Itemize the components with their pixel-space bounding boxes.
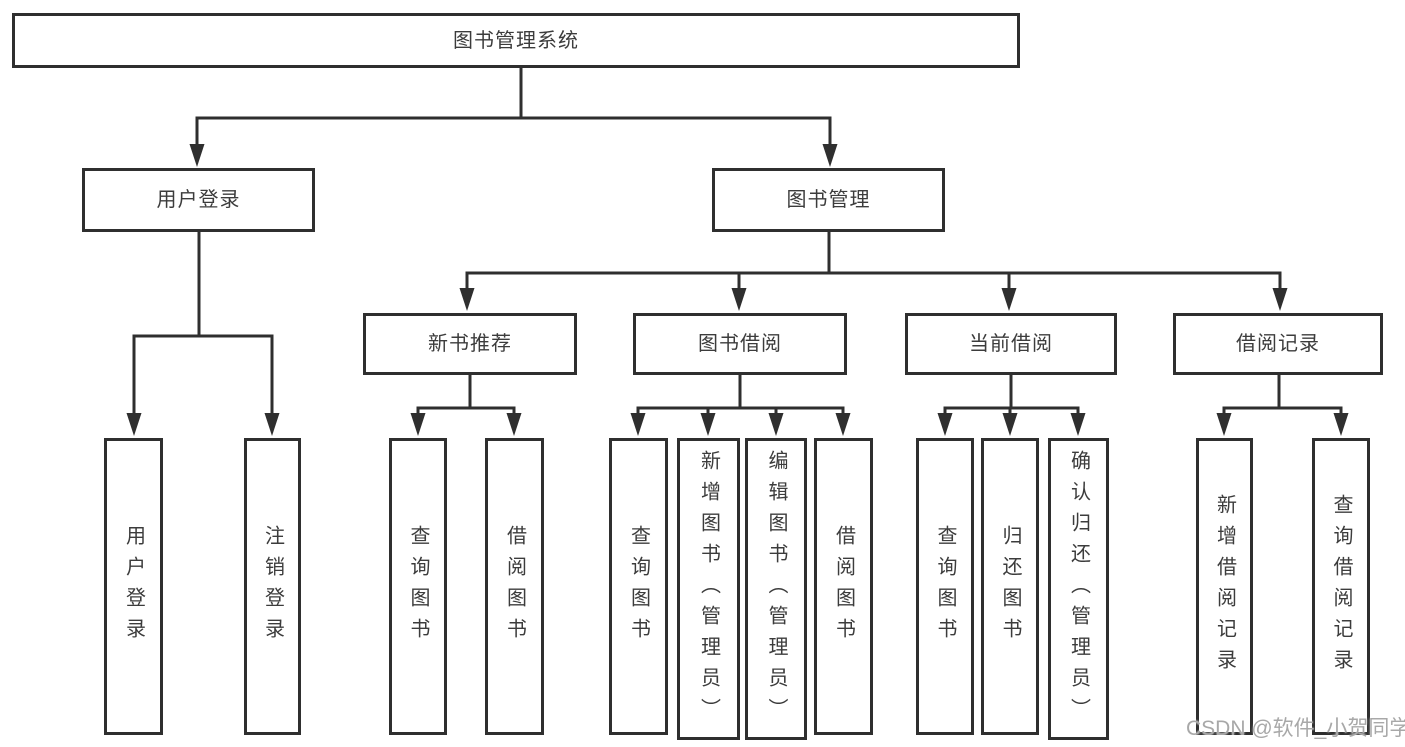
leaf-borrowing-query-books-label: 查询图书 <box>627 524 650 649</box>
connector-lines <box>132 66 1343 422</box>
node-book-borrowing: 图书借阅 <box>633 313 847 375</box>
leaf-logout-label: 注销登录 <box>261 524 284 649</box>
leaf-newbook-borrow-books: 借阅图书 <box>485 438 544 735</box>
leaf-current-query-books-label: 查询图书 <box>934 524 956 649</box>
leaf-newbook-query-books-label: 查询图书 <box>407 524 429 649</box>
connector-user-login-to-leaves <box>132 230 274 422</box>
leaf-confirm-return-admin-label: 确认归还（管理员） <box>1067 449 1090 729</box>
node-user-login-label: 用户登录 <box>156 189 241 211</box>
arrowhead-icon <box>126 413 142 436</box>
arrowhead-icon <box>1002 413 1018 436</box>
arrowhead-icon <box>835 413 851 436</box>
node-book-management: 图书管理 <box>712 168 945 232</box>
leaf-user-login-label: 用户登录 <box>122 524 145 649</box>
node-borrow-records-label: 借阅记录 <box>1236 333 1320 355</box>
connector-borrow-record-to-leaves <box>1222 373 1343 422</box>
connector-book-mgmt-to-level3 <box>465 230 1282 296</box>
leaf-borrowing-borrow-books: 借阅图书 <box>814 438 873 735</box>
leaf-edit-books-admin-label: 编辑图书（管理员） <box>765 449 787 729</box>
csdn-watermark: CSDN @软件_小贺同学 <box>1186 717 1405 740</box>
node-root: 图书管理系统 <box>12 13 1020 68</box>
arrowhead-icon <box>1001 288 1017 311</box>
arrowhead-icon <box>822 144 838 167</box>
node-book-borrowing-label: 图书借阅 <box>698 333 782 355</box>
arrowhead-icon <box>700 413 716 436</box>
arrowhead-icon <box>1272 288 1288 311</box>
node-new-book-recommend: 新书推荐 <box>363 313 577 375</box>
leaf-query-borrow-record: 查询借阅记录 <box>1312 438 1370 735</box>
node-book-management-label: 图书管理 <box>786 189 871 211</box>
arrowhead-icon <box>1333 413 1349 436</box>
connector-root-to-level2 <box>195 66 832 152</box>
leaf-logout: 注销登录 <box>244 438 301 735</box>
arrowhead-icon <box>459 288 475 311</box>
node-current-borrowing: 当前借阅 <box>905 313 1117 375</box>
arrowhead-icon <box>410 413 426 436</box>
leaf-add-books-admin-label: 新增图书（管理员） <box>697 449 720 729</box>
leaf-newbook-query-books: 查询图书 <box>389 438 447 735</box>
arrowhead-icon <box>189 144 205 167</box>
leaf-edit-books-admin: 编辑图书（管理员） <box>745 438 807 740</box>
leaf-query-borrow-record-label: 查询借阅记录 <box>1330 493 1352 680</box>
leaf-add-books-admin: 新增图书（管理员） <box>677 438 740 740</box>
arrowhead-icon <box>1070 413 1086 436</box>
leaf-user-login: 用户登录 <box>104 438 163 735</box>
leaf-borrowing-query-books: 查询图书 <box>609 438 668 735</box>
arrowhead-icon <box>768 413 784 436</box>
node-new-book-recommend-label: 新书推荐 <box>428 333 512 355</box>
leaf-confirm-return-admin: 确认归还（管理员） <box>1048 438 1109 740</box>
connector-book-borrow-to-leaves <box>636 373 845 422</box>
arrowheads <box>126 144 1349 436</box>
leaf-borrowing-borrow-books-label: 借阅图书 <box>832 524 855 649</box>
arrowhead-icon <box>937 413 953 436</box>
arrowhead-icon <box>1216 413 1232 436</box>
arrowhead-icon <box>506 413 522 436</box>
leaf-current-query-books: 查询图书 <box>916 438 974 735</box>
leaf-return-books: 归还图书 <box>981 438 1039 735</box>
arrowhead-icon <box>630 413 646 436</box>
leaf-add-borrow-record-label: 新增借阅记录 <box>1213 493 1236 680</box>
leaf-return-books-label: 归还图书 <box>999 524 1021 649</box>
leaf-newbook-borrow-books-label: 借阅图书 <box>503 524 526 649</box>
connector-new-book-to-leaves <box>416 373 516 422</box>
node-user-login: 用户登录 <box>82 168 315 232</box>
node-current-borrowing-label: 当前借阅 <box>969 333 1053 355</box>
node-root-label: 图书管理系统 <box>453 29 579 52</box>
arrowhead-icon <box>731 288 747 311</box>
arrowhead-icon <box>264 413 280 436</box>
node-borrow-records: 借阅记录 <box>1173 313 1383 375</box>
leaf-add-borrow-record: 新增借阅记录 <box>1196 438 1253 735</box>
